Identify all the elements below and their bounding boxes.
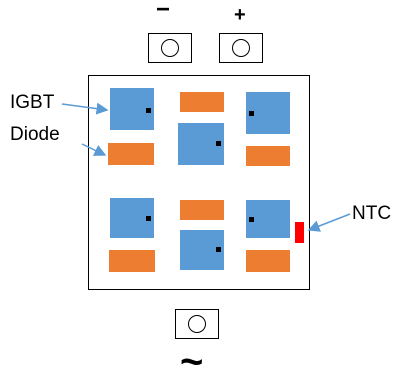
gate-pad <box>146 216 151 221</box>
igbt-chip <box>246 92 290 134</box>
plus-terminal-label: + <box>234 4 246 26</box>
igbt-callout-arrow <box>61 102 109 115</box>
gate-pad <box>216 247 221 252</box>
diode-chip <box>180 200 224 220</box>
gate-pad <box>146 108 151 113</box>
diode-chip <box>180 92 224 112</box>
igbt-chip <box>246 200 290 238</box>
ac-terminal-label: ~ <box>180 340 204 384</box>
plus-terminal <box>219 33 263 63</box>
ntc-callout-arrow <box>307 213 351 232</box>
diode-chip <box>246 250 290 272</box>
igbt-label: IGBT <box>10 92 55 113</box>
diode-label: Diode <box>10 124 60 145</box>
ntc-thermistor <box>295 222 304 243</box>
diode-chip <box>246 146 290 166</box>
minus-terminal-label: − <box>156 0 171 23</box>
igbt-chip <box>110 88 154 130</box>
diode-chip <box>109 250 155 272</box>
igbt-chip <box>110 198 154 238</box>
terminal-hole-icon <box>188 315 206 333</box>
gate-pad <box>249 217 254 222</box>
gate-pad <box>249 111 254 116</box>
terminal-hole-icon <box>161 39 179 57</box>
igbt-chip <box>180 230 224 270</box>
minus-terminal <box>148 33 192 63</box>
gate-pad <box>216 141 221 146</box>
terminal-hole-icon <box>232 39 250 57</box>
diode-callout-arrow <box>81 143 107 156</box>
ac-terminal <box>175 309 219 339</box>
ntc-label: NTC <box>352 203 392 224</box>
diode-chip <box>108 143 154 165</box>
igbt-chip <box>178 123 224 165</box>
